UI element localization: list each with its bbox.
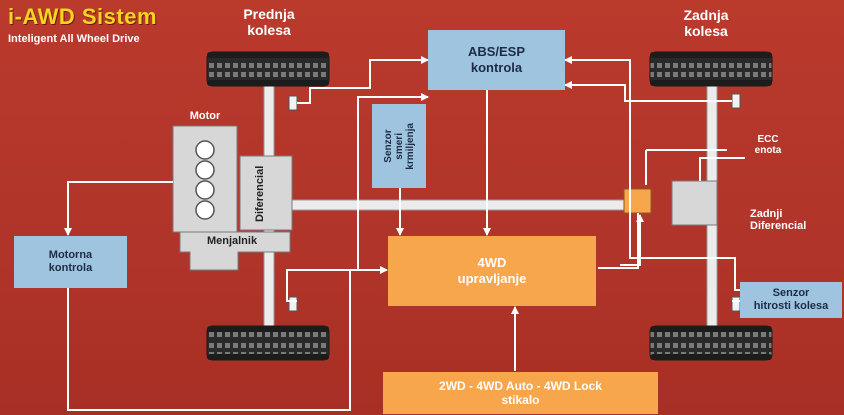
page-title: i-AWD Sistem [8,4,158,29]
rear-left-tire-icon [649,51,773,87]
steering-sensor-label: Senzor smeri krmiljenja [382,122,416,170]
drive-mode-switch-box: 2WD - 4WD Auto - 4WD Lock stikalo [383,372,658,414]
front-differential-label: Diferencial [254,165,266,223]
front-differential-icon [239,155,293,231]
ecc-unit-label: ECC enota [754,134,782,157]
rear-right-tire-icon [649,325,773,361]
wheel-speed-sensor-box: Senzor hitrosti kolesa [740,282,842,318]
rear-differential-icon [671,180,718,226]
front-wheels-label: Prednja kolesa [243,6,295,38]
ecc-unit-icon [623,188,652,214]
engine-icon [172,125,238,233]
gearbox-icon [179,231,291,271]
rear-wheels-label: Zadnja kolesa [683,7,729,39]
front-left-tire-icon [206,51,330,87]
4wd-control-box: 4WD upravljanje [388,236,596,306]
gearbox-label: Menjalnik [206,235,258,247]
motor-label: Motor [189,110,221,122]
steering-sensor-box: Senzor smeri krmiljenja [372,104,426,188]
abs-esp-control-box: ABS/ESP kontrola [428,30,565,90]
engine-control-box: Motorna kontrola [14,236,127,288]
rear-differential-label: Zadnji Diferencial [750,208,807,233]
page-subtitle: Inteligent All Wheel Drive [8,33,140,45]
front-right-tire-icon [206,325,330,361]
